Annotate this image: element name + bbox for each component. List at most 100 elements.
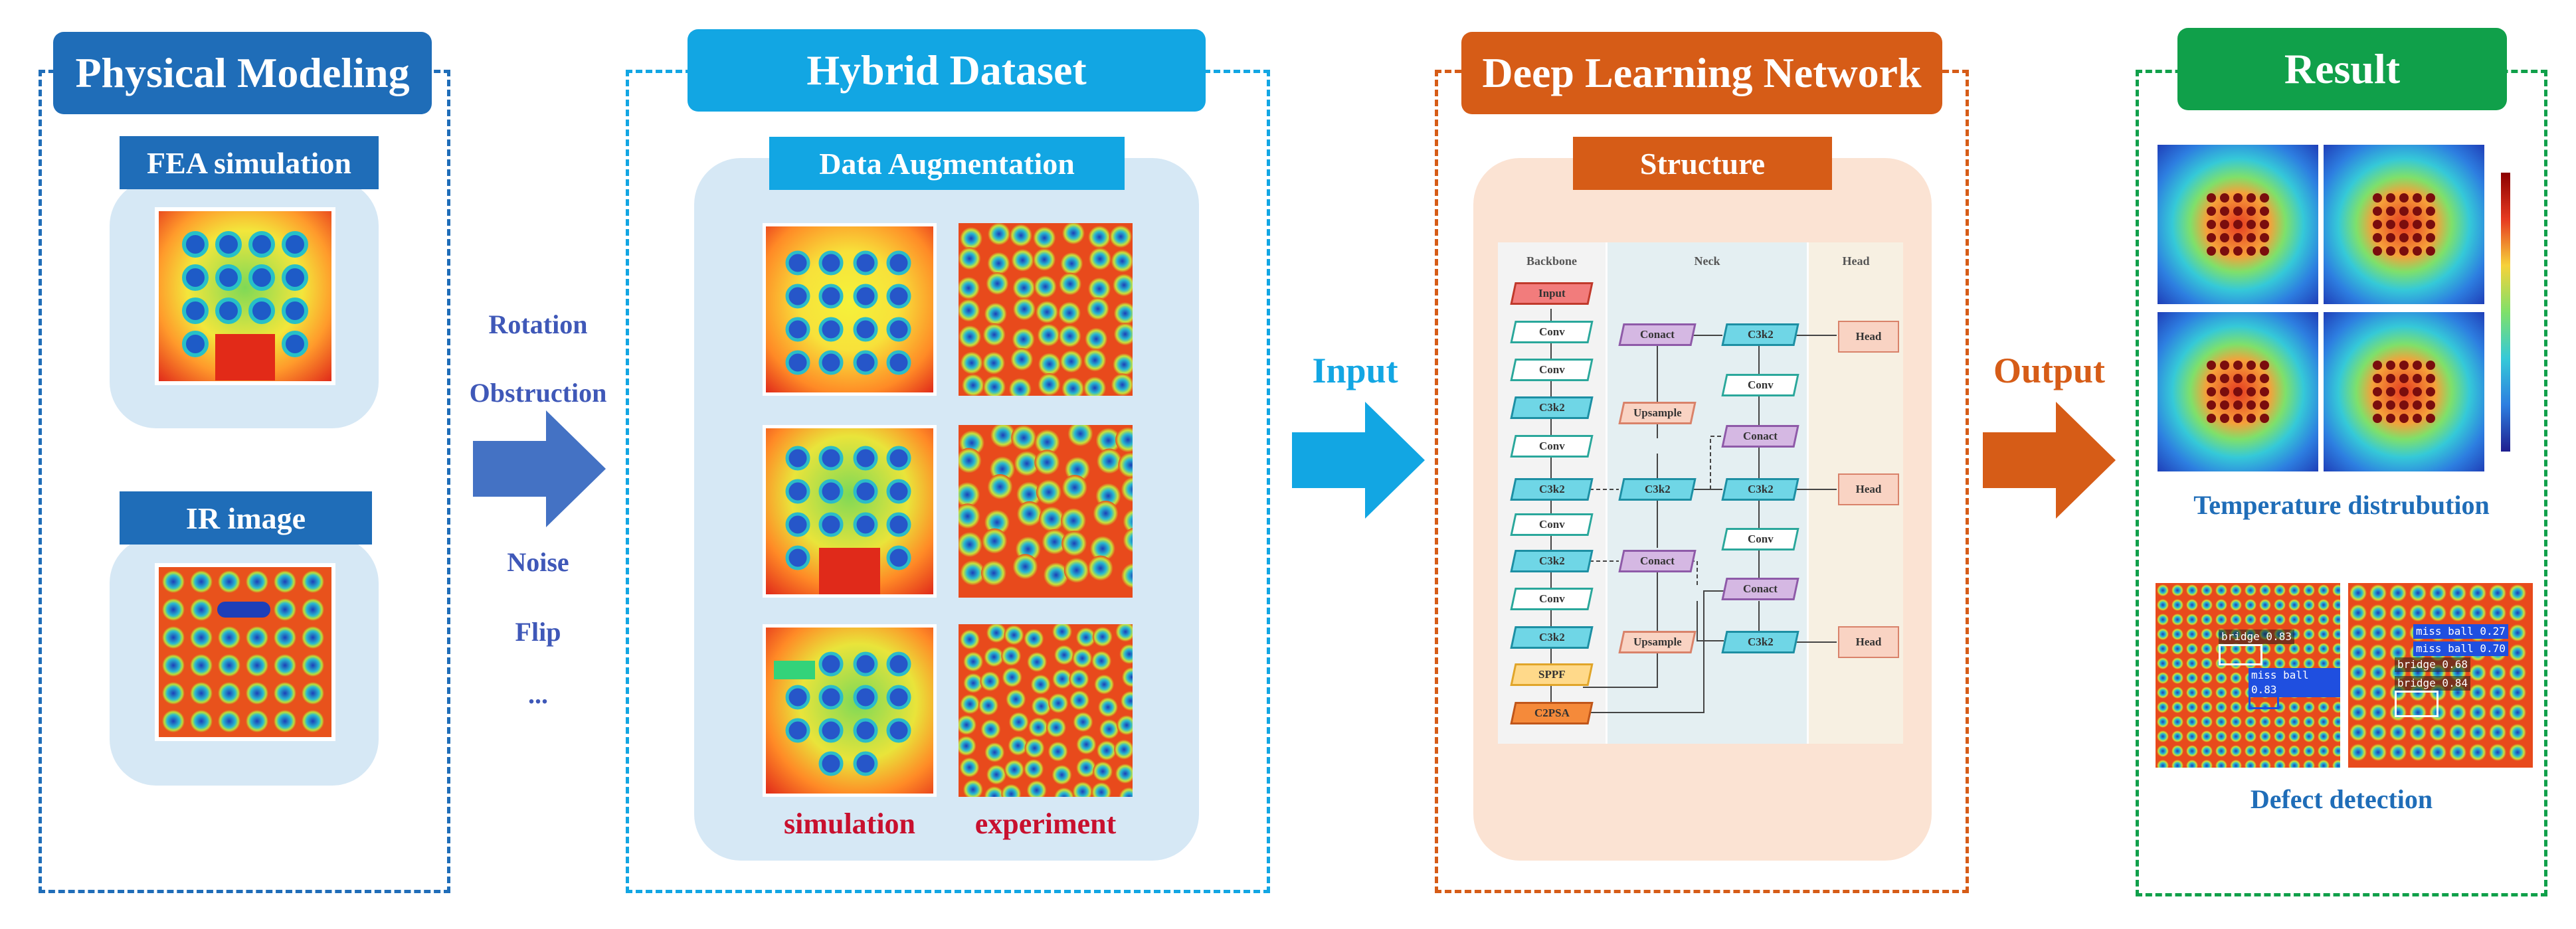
output-arrow [1983, 402, 2116, 519]
heat-spot [2303, 716, 2315, 728]
solder-ball [2426, 361, 2435, 370]
heat-spot [2171, 643, 2183, 655]
heat-spot [978, 695, 999, 716]
heat-spot [1091, 651, 1112, 671]
solder-ball [2260, 233, 2269, 242]
neck-conact-r1: Conact [1721, 425, 1799, 448]
heat-spot [2186, 745, 2198, 757]
step-noise: Noise [507, 547, 569, 577]
heat-spot [981, 560, 1007, 586]
heat-spot [1111, 250, 1133, 273]
heat-spot [962, 374, 985, 396]
solder-ball [2233, 220, 2243, 229]
heat-spot [1042, 529, 1067, 554]
heat-spot [2303, 701, 2315, 713]
solder-ball [2426, 387, 2435, 396]
heat-spot [2259, 599, 2271, 611]
backbone-conv-4: Conv [1510, 513, 1594, 536]
heat-spot [2318, 760, 2330, 768]
exp-dot-field-2 [959, 425, 1133, 588]
heat-spot [959, 503, 980, 529]
heat-spot [2349, 744, 2367, 761]
heat-spot [2186, 628, 2198, 640]
heat-spot [2369, 584, 2387, 602]
heat-spot [2245, 716, 2256, 728]
heat-spot [960, 227, 982, 250]
heat-spot [2157, 672, 2169, 684]
backbone-conv-5: Conv [1510, 588, 1594, 610]
heat-spot [1093, 501, 1119, 527]
heat-spot [1058, 301, 1081, 325]
heat-spot [1024, 759, 1044, 780]
network-diagram: Backbone Neck Head Input [1498, 242, 1903, 744]
detection-label-bridge-1: bridge 0.68 [2395, 657, 2470, 672]
detection-label-bridge-2: bridge 0.84 [2395, 676, 2470, 691]
heat-spot [1088, 225, 1111, 248]
heat-spot [2449, 704, 2466, 721]
solder-ball [2220, 246, 2229, 256]
heat-spot [2230, 701, 2242, 713]
heat-spot [1121, 477, 1133, 502]
head-3: Head [1838, 626, 1899, 658]
heat-spot [2201, 584, 2213, 596]
neck-c3k2-r3: C3k2 [1721, 631, 1799, 653]
detection-label-miss-2: miss ball 0.70 [2413, 641, 2508, 656]
heat-spot [984, 509, 1010, 535]
heat-spot [2303, 745, 2315, 757]
input-arrow-label: Input [1312, 351, 1398, 390]
heat-spot [2318, 701, 2330, 713]
heat-spot [2449, 744, 2466, 761]
solder-ball [2426, 193, 2435, 203]
heat-spot [1024, 738, 1045, 758]
heat-spot [2215, 760, 2227, 768]
heat-spot [2369, 624, 2387, 641]
heat-spot [2274, 584, 2286, 596]
heat-spot [1119, 787, 1133, 797]
solder-ball [2260, 193, 2269, 203]
fea-simulation-image [155, 207, 335, 385]
heat-spot [2157, 745, 2169, 757]
heat-spot [1054, 645, 1074, 665]
heat-spot [2230, 584, 2242, 596]
heat-spot [2349, 664, 2367, 681]
solder-ball [2260, 361, 2269, 370]
heat-spot [2389, 744, 2407, 761]
heat-spot [1012, 554, 1038, 580]
heat-spot [1121, 563, 1133, 588]
solder-ball [2386, 414, 2395, 423]
heat-spot [1093, 761, 1113, 782]
heat-spot [1026, 780, 1047, 797]
heat-spot [2303, 730, 2315, 742]
solder-ball [2373, 193, 2382, 203]
heat-spot [1119, 644, 1133, 665]
head-2: Head [1838, 473, 1899, 505]
solder-ball [2233, 233, 2243, 242]
heat-spot [1091, 782, 1112, 797]
heat-spot [2230, 730, 2242, 742]
heat-spot [2369, 644, 2387, 661]
heat-spot [2201, 599, 2213, 611]
solder-ball [2260, 220, 2269, 229]
heat-spot [2369, 684, 2387, 701]
heat-spot [2186, 643, 2198, 655]
heat-spot [2489, 684, 2506, 701]
heat-spot [2186, 730, 2198, 742]
heat-spot [2332, 745, 2340, 757]
heat-spot [1069, 669, 1089, 689]
heat-spot [1016, 481, 1042, 507]
backbone-sppf: SPPF [1510, 663, 1594, 686]
backbone-c3k2-1: C3k2 [1510, 396, 1594, 419]
solder-ball [2399, 374, 2409, 383]
heat-spot [2509, 604, 2526, 622]
heat-spot [1098, 697, 1119, 717]
heat-spot [1046, 717, 1067, 738]
heat-spot [1063, 557, 1089, 583]
heat-spot [2303, 643, 2315, 655]
heat-spot [1113, 323, 1133, 346]
heat-spot [2469, 744, 2486, 761]
ir-image [155, 563, 335, 741]
neck-conact-1: Conact [1618, 323, 1697, 346]
heat-spot [2245, 584, 2256, 596]
heat-spot [2288, 599, 2300, 611]
heat-spot [2318, 730, 2330, 742]
